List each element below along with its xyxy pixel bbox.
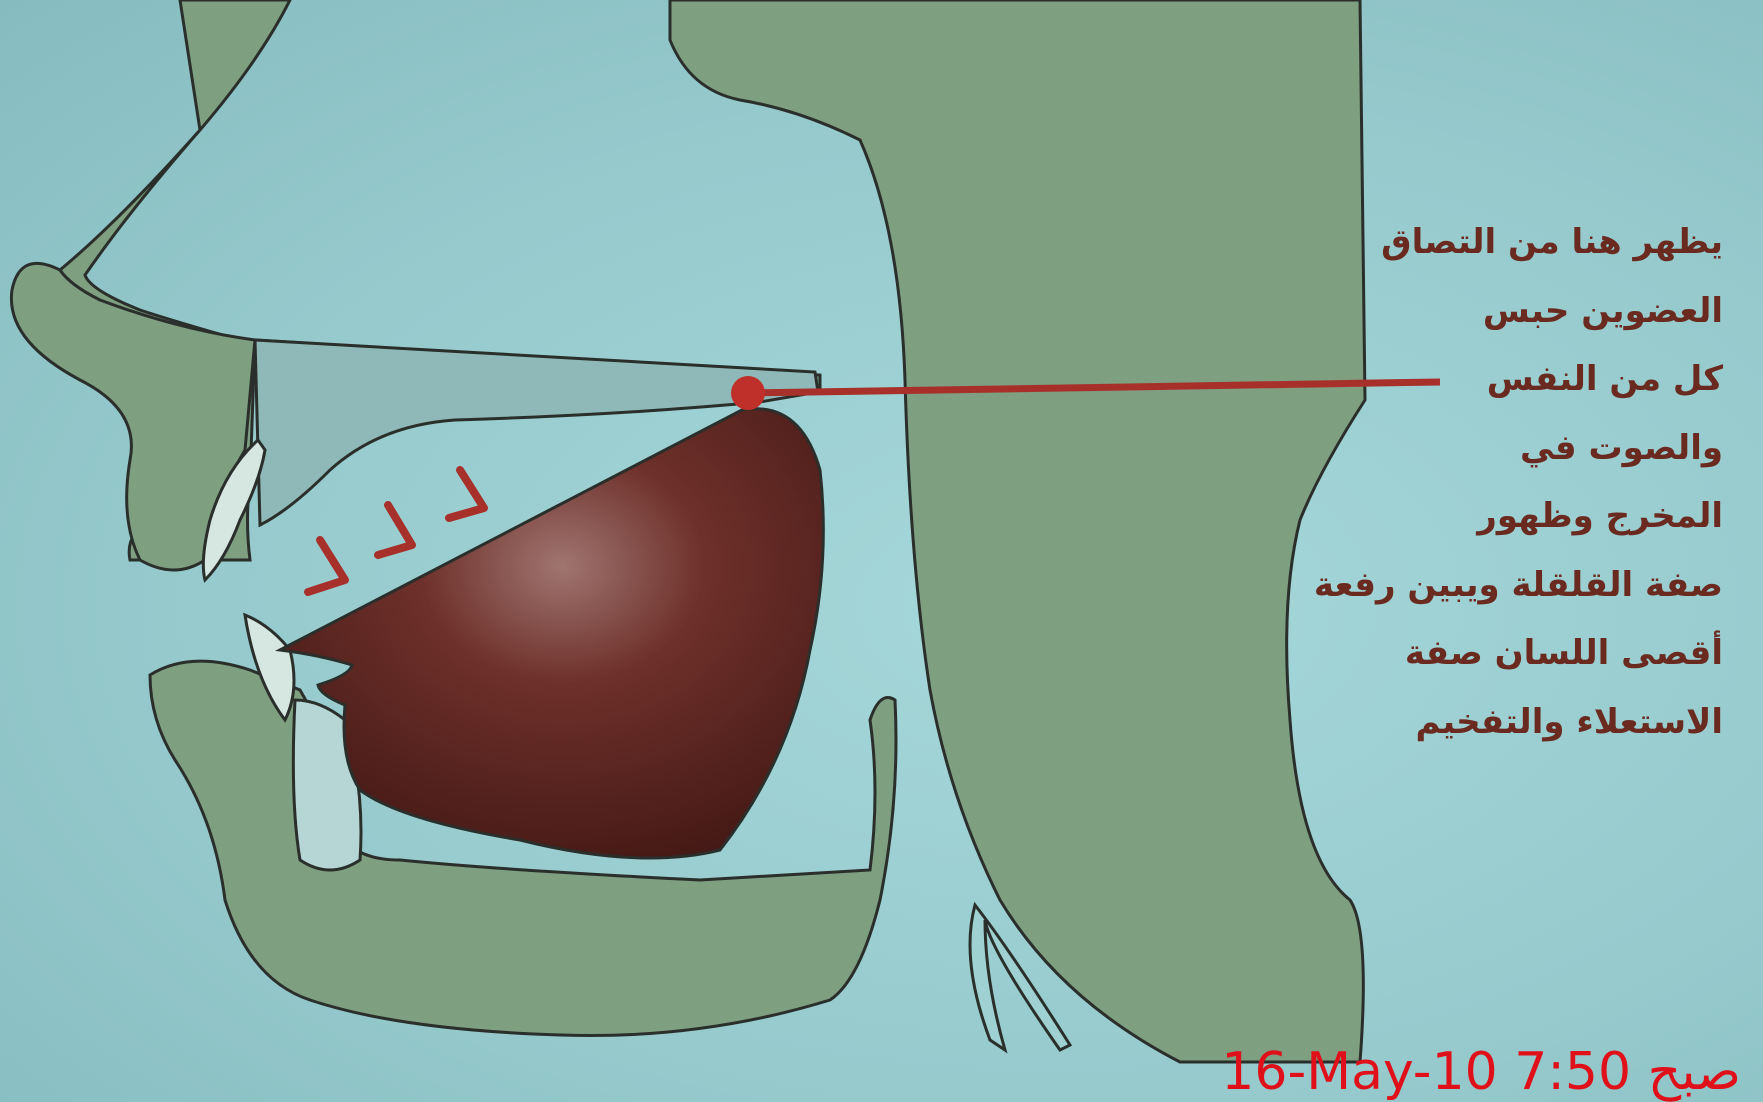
annotation-line: يظهر هنا من التصاق [1293, 208, 1723, 277]
contact-arrow-2 [378, 505, 412, 555]
tongue [280, 409, 823, 858]
annotation-line: والصوت في [1293, 414, 1723, 483]
annotation-line: المخرج وظهور [1293, 482, 1723, 551]
annotation-text: يظهر هنا من التصاق العضوين حبس كل من الن… [1293, 208, 1723, 756]
annotation-line: كل من النفس [1293, 345, 1723, 414]
contact-point-marker [731, 376, 765, 410]
annotation-line: العضوين حبس [1293, 277, 1723, 346]
timestamp-meridiem: صبح [1648, 1042, 1741, 1102]
annotation-line: صفة القلقلة ويبين رفعة [1293, 551, 1723, 620]
timestamp: 16-May-10 7:50 صبح [1221, 1042, 1741, 1102]
contact-arrow-3 [449, 470, 484, 518]
contact-arrow-1 [308, 540, 345, 592]
timestamp-date: 16-May-10 7:50 [1221, 1042, 1631, 1102]
annotation-line: أقصى اللسان صفة [1293, 619, 1723, 688]
annotation-line: الاستعلاء والتفخيم [1293, 688, 1723, 757]
